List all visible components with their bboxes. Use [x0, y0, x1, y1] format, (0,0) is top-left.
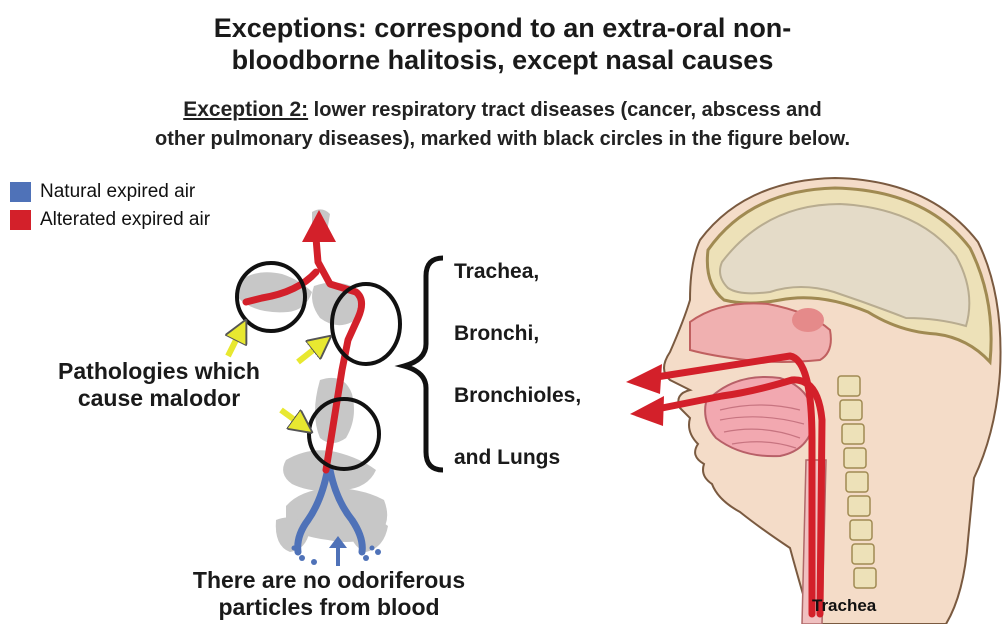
no-particles-line-1: There are no odoriferous [148, 567, 510, 594]
head-cross-section [626, 178, 1001, 624]
yellow-arrow-3 [281, 410, 303, 426]
airway-part-trachea: Trachea, [454, 260, 539, 284]
altered-air-arrowhead [302, 210, 336, 242]
pathologies-label-line-2: cause malodor [18, 385, 300, 412]
airway-part-lungs: and Lungs [454, 446, 560, 470]
airway-part-bronchioles: Bronchioles, [454, 384, 581, 408]
no-particles-line-2: particles from blood [148, 594, 510, 621]
pathologies-label: Pathologies which cause malodor [18, 358, 300, 412]
pathologies-label-line-1: Pathologies which [18, 358, 300, 385]
airway-part-bronchi: Bronchi, [454, 322, 539, 346]
sinus-spot [792, 308, 824, 332]
yellow-arrow-1 [228, 330, 241, 356]
curly-brace [404, 258, 443, 470]
no-particles-label: There are no odoriferous particles from … [148, 567, 510, 621]
head-trachea-label: Trachea [812, 596, 876, 616]
head-arrowhead-lower [630, 396, 664, 426]
yellow-arrow-2 [298, 343, 322, 362]
head-arrowhead-upper [626, 364, 662, 394]
